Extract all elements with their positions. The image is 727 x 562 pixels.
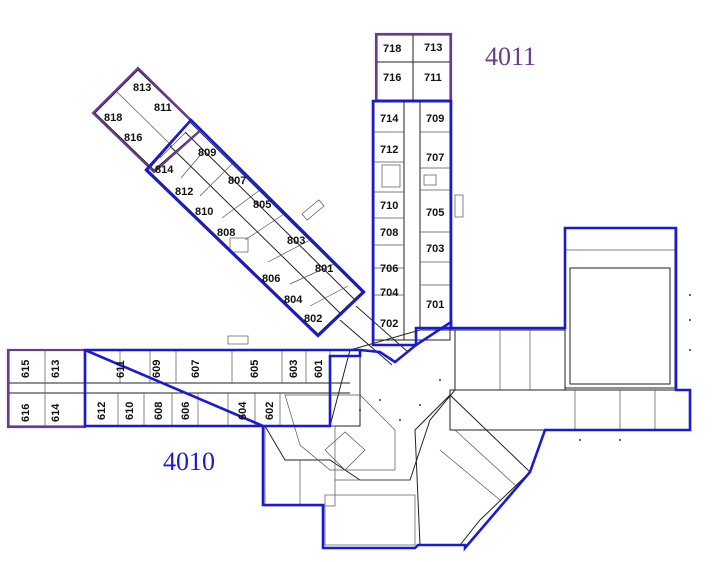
zone-4010-northwest-outline — [144, 118, 366, 338]
room-label: 602 — [264, 402, 276, 420]
zone-4011-label: 4011 — [485, 42, 536, 71]
room-label: 601 — [313, 360, 325, 378]
room-label: 615 — [20, 360, 32, 378]
room-label: 710 — [380, 200, 398, 212]
room-label: 803 — [287, 235, 305, 247]
room-label: 706 — [380, 263, 398, 275]
northwest-wing — [94, 69, 409, 366]
room-label: 812 — [175, 186, 193, 198]
room-label: 613 — [50, 360, 62, 378]
room-label: 603 — [288, 360, 300, 378]
room-label: 713 — [424, 42, 442, 54]
room-label: 611 — [115, 360, 127, 378]
room-label: 709 — [426, 113, 444, 125]
room-label: 614 — [50, 403, 62, 422]
room-label: 813 — [133, 82, 151, 94]
room-label: 704 — [380, 287, 399, 299]
room-label: 811 — [154, 102, 172, 114]
room-label: 610 — [124, 402, 136, 420]
room-label: 804 — [284, 294, 303, 306]
room-label: 805 — [253, 199, 271, 211]
room-label: 802 — [304, 313, 322, 325]
room-label: 801 — [315, 263, 333, 275]
north-wing — [373, 34, 464, 341]
room-label: 714 — [380, 113, 399, 125]
room-label: 608 — [153, 402, 165, 420]
room-label: 607 — [190, 360, 202, 378]
room-label: 806 — [262, 273, 280, 285]
room-label: 707 — [426, 152, 444, 164]
room-label: 702 — [380, 318, 398, 330]
room-label: 705 — [426, 207, 444, 219]
room-label: 810 — [195, 206, 213, 218]
room-label: 818 — [104, 112, 122, 124]
zone-4010-north-outline — [371, 99, 453, 347]
room-label: 616 — [20, 404, 32, 422]
room-label: 606 — [180, 402, 192, 420]
room-label: 718 — [383, 43, 401, 55]
west-room-numbers: 615 613 611 609 607 605 603 601 616 614 … — [20, 360, 325, 422]
room-label: 809 — [198, 147, 216, 159]
room-label: 816 — [124, 132, 142, 144]
room-label: 708 — [380, 227, 398, 239]
room-label: 716 — [383, 72, 401, 84]
room-label: 807 — [228, 175, 246, 187]
zone-4010-main-outline — [83, 226, 692, 552]
room-label: 612 — [96, 402, 108, 420]
room-label: 701 — [426, 299, 444, 311]
room-label: 604 — [237, 401, 249, 420]
room-label: 814 — [155, 164, 174, 176]
room-label: 609 — [151, 360, 163, 378]
northwest-room-numbers: 813 811 818 816 809 814 807 812 805 810 … — [104, 82, 333, 325]
room-label: 605 — [249, 360, 261, 378]
room-label: 711 — [424, 72, 442, 84]
room-label: 808 — [217, 227, 235, 239]
room-label: 703 — [426, 243, 444, 255]
north-room-numbers: 718 713 716 711 714 709 712 707 710 705 … — [380, 42, 444, 330]
zone-4010-label: 4010 — [163, 447, 215, 476]
room-label: 712 — [380, 144, 398, 156]
zone-4010-outline — [83, 99, 692, 552]
